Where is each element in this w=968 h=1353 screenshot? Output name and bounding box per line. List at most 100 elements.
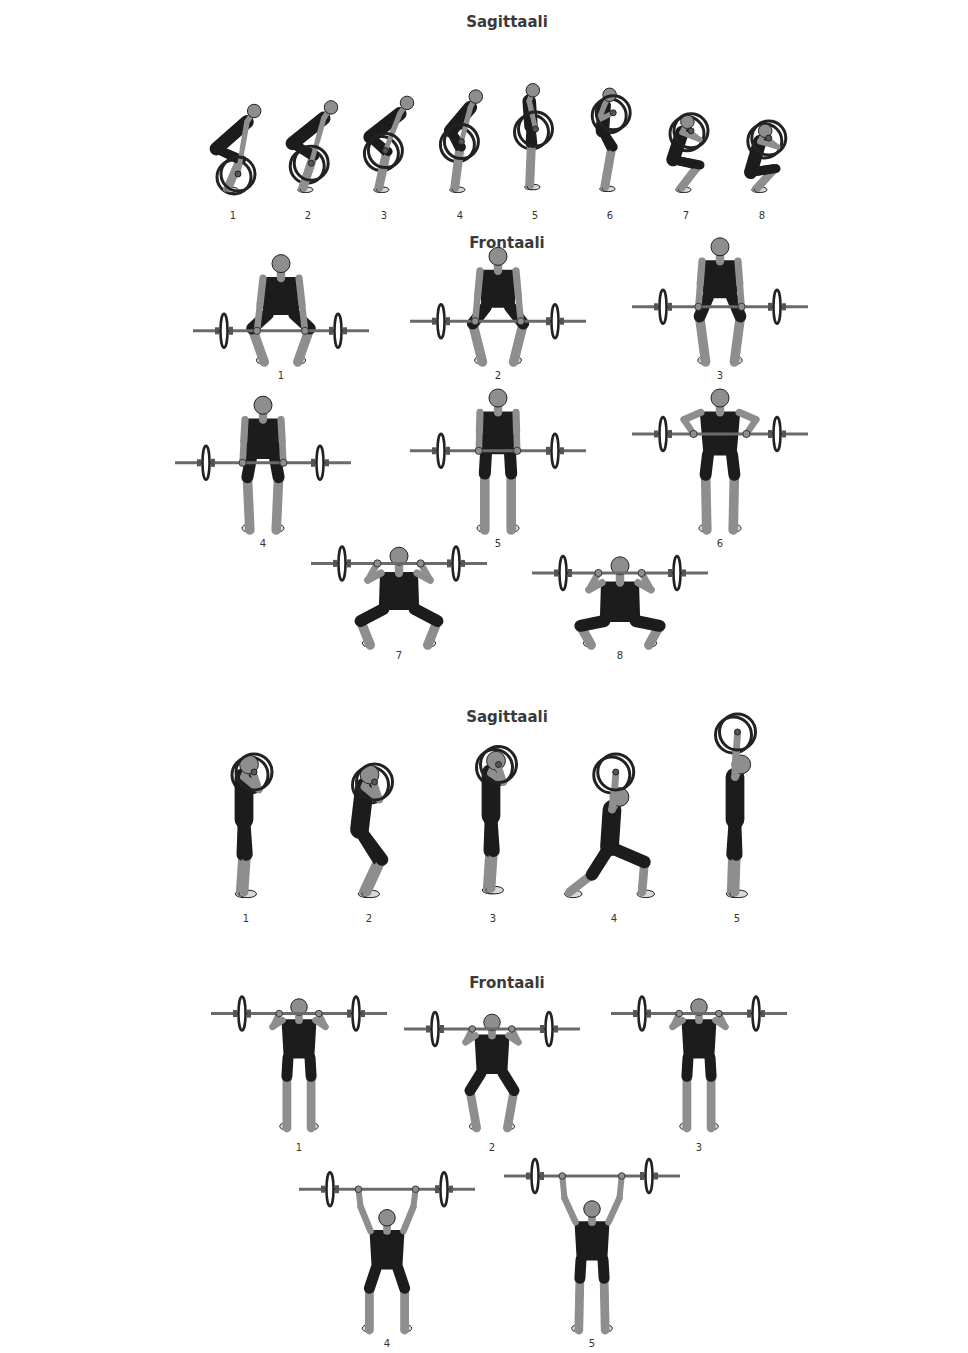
hand: [638, 569, 645, 576]
thigh: [602, 131, 613, 147]
head: [247, 104, 261, 118]
hand: [716, 1010, 723, 1017]
weight-plate: [720, 714, 756, 750]
shin: [734, 316, 740, 362]
thigh: [491, 816, 494, 851]
collar: [211, 459, 215, 467]
singlet: [283, 1020, 316, 1057]
bar-end: [735, 729, 741, 735]
collar: [361, 1010, 365, 1017]
lifter-figure: [299, 1172, 475, 1331]
bar-end: [533, 126, 539, 132]
lifter-figure: [632, 238, 808, 364]
lifter-figure: [232, 754, 272, 898]
lifter-figure: [410, 389, 586, 532]
collar: [333, 560, 337, 567]
weight-plate: [552, 434, 559, 468]
frame-number: 1: [243, 913, 249, 924]
thigh: [687, 1058, 688, 1077]
collar: [640, 1172, 644, 1180]
frame-number: 3: [490, 913, 496, 924]
collar: [426, 1026, 430, 1033]
collar: [347, 559, 351, 567]
collar: [461, 560, 465, 567]
weight-plate: [753, 997, 760, 1031]
collar: [540, 1025, 544, 1033]
upper-arm: [516, 271, 518, 296]
head: [489, 389, 507, 407]
shin: [480, 474, 490, 530]
singlet: [601, 583, 639, 621]
lifter-figure: [592, 88, 630, 192]
lifter-figure: [565, 754, 655, 898]
thigh: [470, 1073, 481, 1091]
shin: [700, 316, 706, 362]
forearm: [311, 141, 317, 164]
hand: [517, 318, 524, 325]
hand: [253, 327, 260, 334]
weight-plate: [774, 417, 781, 451]
collar: [546, 447, 550, 455]
shin: [507, 1091, 514, 1128]
hand: [738, 303, 745, 310]
hand: [676, 1010, 683, 1017]
lifter-figure: [216, 104, 261, 194]
weight-plate: [368, 134, 402, 168]
head: [711, 238, 729, 256]
shin: [307, 1076, 316, 1128]
singlet: [480, 412, 516, 453]
singlet: [683, 1020, 716, 1057]
frame-number: 3: [717, 370, 723, 381]
thigh: [415, 609, 438, 621]
singlet: [371, 1231, 404, 1268]
upper-arm: [260, 278, 263, 304]
lifter-figure: [440, 90, 482, 193]
frame-number: 7: [683, 210, 689, 221]
thigh: [503, 1073, 514, 1091]
bar-end: [308, 160, 314, 166]
lifter-figure: [716, 714, 756, 898]
shin: [365, 1288, 374, 1330]
singlet: [576, 1222, 609, 1259]
lifter-figure: [175, 396, 351, 532]
collar: [682, 570, 686, 577]
frame-number: 7: [396, 650, 402, 661]
frame-number: 1: [278, 370, 284, 381]
head: [400, 96, 414, 110]
bar-end: [766, 135, 772, 141]
weight-plate: [519, 112, 553, 146]
collar: [761, 1010, 765, 1017]
collar: [668, 303, 672, 311]
thigh: [510, 453, 511, 473]
collar: [247, 1010, 251, 1018]
hand: [472, 318, 479, 325]
lifter-figure: [364, 96, 413, 192]
thigh: [275, 458, 279, 477]
shin: [706, 475, 707, 530]
shin: [683, 1076, 692, 1128]
head: [526, 84, 540, 98]
frame-number: 2: [495, 370, 501, 381]
upper-arm: [243, 122, 248, 148]
collar: [560, 447, 564, 454]
head: [254, 396, 272, 414]
weight-plate: [441, 1172, 448, 1206]
bar-end: [496, 762, 502, 768]
collar: [768, 303, 772, 311]
weight-plate: [560, 556, 567, 590]
lifter-figure: [532, 556, 708, 647]
frame-number: 2: [366, 913, 372, 924]
lifter-figure: [290, 101, 338, 193]
frame-number: 4: [457, 210, 463, 221]
frame-number: 3: [381, 210, 387, 221]
lifter-figure: [504, 1159, 680, 1332]
head: [584, 1201, 601, 1218]
hand: [509, 1026, 516, 1033]
frame-number: 5: [734, 913, 740, 924]
weight-plate: [357, 764, 393, 800]
frame-number: 4: [384, 1338, 390, 1349]
head: [379, 1210, 396, 1227]
weight-plate: [453, 546, 460, 580]
singlet: [263, 278, 299, 314]
upper-arm: [361, 1207, 371, 1231]
